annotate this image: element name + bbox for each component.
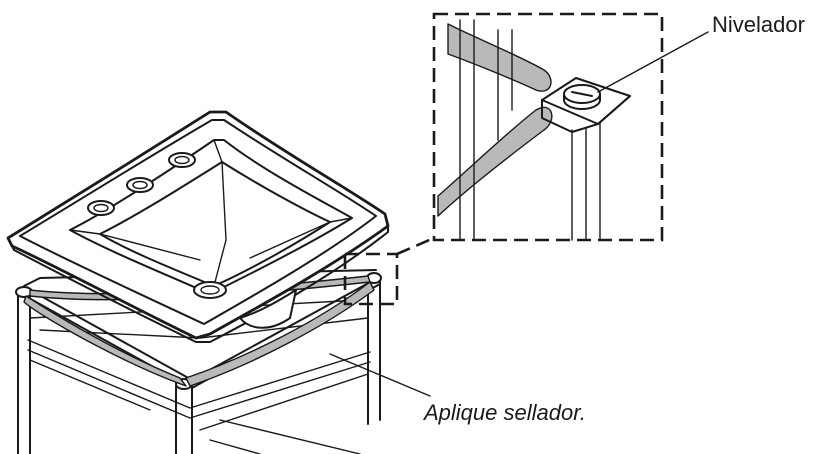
leveler-label: Nivelador xyxy=(712,12,805,37)
detail-connector xyxy=(396,236,435,256)
faucet-hole-center xyxy=(126,177,154,193)
sink-basin xyxy=(6,110,390,343)
faucet-hole-left xyxy=(87,200,115,216)
leveler-leader-line xyxy=(597,31,709,93)
detail-frame xyxy=(432,12,664,242)
detail-source-box xyxy=(343,252,399,306)
sealant-leader-line xyxy=(329,353,431,397)
faucet-hole-right xyxy=(168,152,196,168)
leveler-detail xyxy=(432,12,664,242)
sealant-label: Aplique sellador. xyxy=(422,400,586,425)
detail-callout xyxy=(343,236,435,306)
